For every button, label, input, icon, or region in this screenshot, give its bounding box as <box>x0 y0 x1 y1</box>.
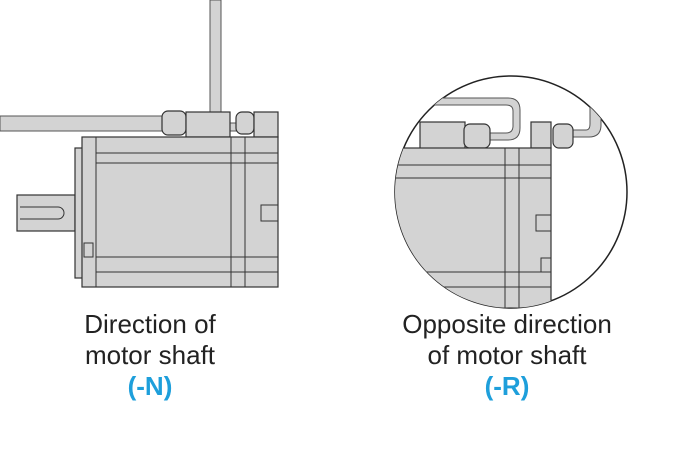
motor-direction-n <box>0 0 279 288</box>
motor-body <box>395 147 552 308</box>
caption-line1: Opposite direction <box>402 309 612 339</box>
caption-line2: of motor shaft <box>427 340 587 370</box>
caption-direction-r: Opposite direction of motor shaft (-R) <box>347 309 667 402</box>
horizontal-cable <box>0 115 166 132</box>
connector <box>235 111 255 135</box>
connector <box>161 110 187 136</box>
shaft <box>16 194 76 232</box>
caption-code: (-R) <box>484 371 530 401</box>
caption-code: (-N) <box>127 371 173 401</box>
vertical-cable <box>209 0 241 132</box>
caption-line1: Direction of <box>84 309 216 339</box>
caption-direction-n: Direction of motor shaft (-N) <box>0 309 310 402</box>
motor-body <box>81 136 279 288</box>
caption-line2: motor shaft <box>84 340 216 370</box>
connector <box>552 123 574 149</box>
motor-direction-r <box>394 75 628 309</box>
connector <box>463 123 491 149</box>
